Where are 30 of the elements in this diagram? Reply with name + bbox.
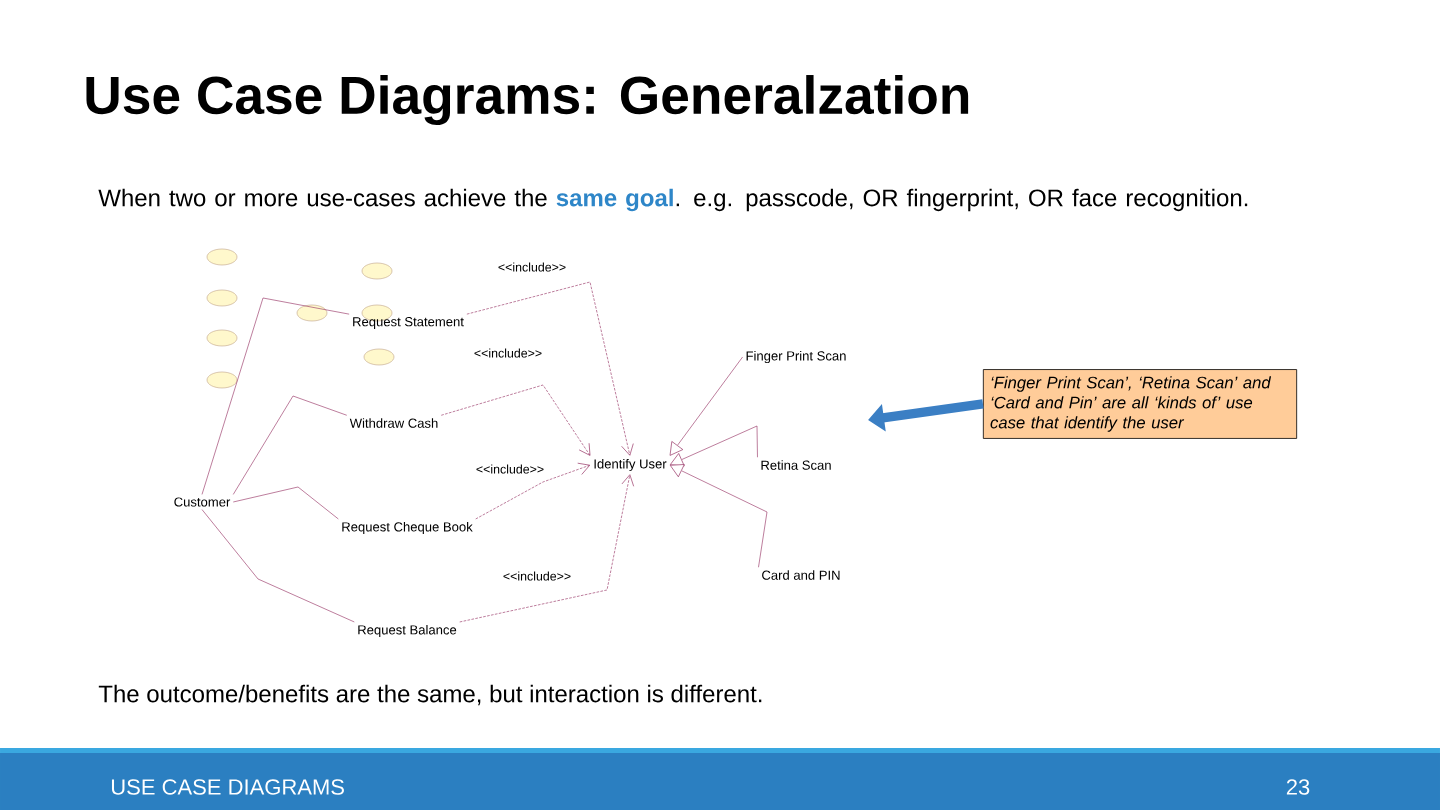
use-case-label: Card and PIN	[762, 570, 840, 580]
page-number: 23	[1286, 779, 1310, 795]
include-arrow	[440, 384, 591, 456]
association-line	[232, 395, 348, 495]
title: Use Case Diagrams: Generalzation	[86, 75, 969, 125]
include-arrow	[466, 281, 634, 456]
association-line	[201, 509, 355, 623]
generalization-arrow	[669, 356, 743, 456]
association-line	[232, 486, 339, 520]
use-case-label: Request Statement	[353, 317, 464, 329]
actor-label: Customer	[174, 497, 231, 507]
generalization-arrow	[669, 425, 758, 467]
include-arrow	[475, 462, 591, 520]
include-arrow	[459, 474, 634, 623]
use-case-label: Request Balance	[358, 624, 457, 638]
generalization-arrow	[669, 464, 768, 568]
edge-label: <<include>>	[501, 570, 573, 582]
edge-label: <<include>>	[474, 463, 546, 475]
footer-text: USE CASE DIAGRAMS	[111, 779, 344, 795]
association-line	[201, 297, 350, 495]
use-case-label: Identify User	[594, 458, 667, 472]
use-case-label: Request Cheque Book	[342, 521, 473, 535]
edge-label: <<include>>	[472, 347, 544, 359]
use-case-label: Withdraw Cash	[349, 418, 438, 428]
use-case-label: Finger Print Scan	[746, 350, 846, 364]
body-text: The outcome/benefits are the same, but interaction is different.	[98, 684, 762, 706]
edge-label: <<include>>	[496, 261, 568, 273]
body-text: When two or more use-cases achieve the same goal. e.g. passcode, OR fingerprint, OR face recognition.	[98, 188, 1248, 212]
note-box: ‘Finger Print Scan’, ‘Retina Scan’ and ‘Card and Pin’ are all ‘kinds of’ use case that identify the user	[982, 369, 1298, 439]
use-case-label: Retina Scan	[761, 460, 831, 470]
